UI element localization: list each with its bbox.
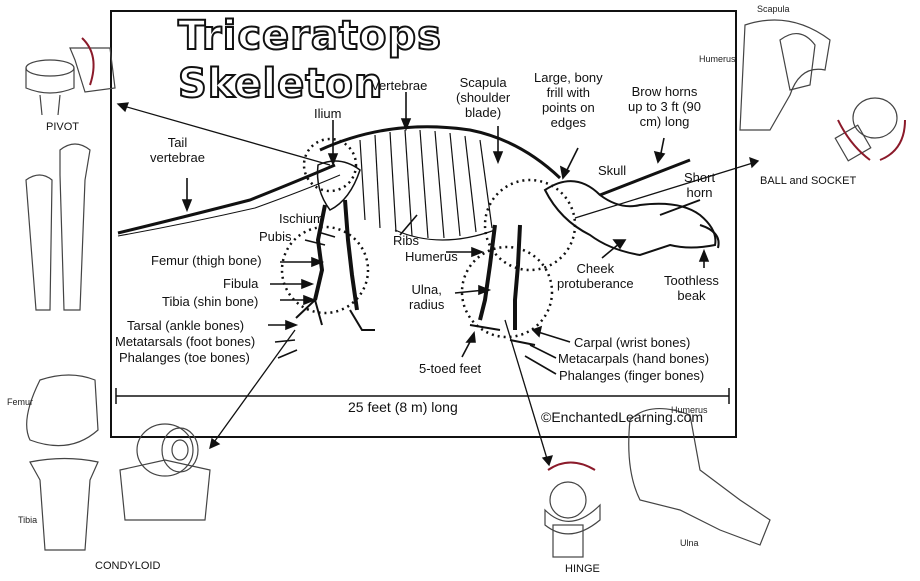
label-humerus: Humerus — [405, 249, 458, 264]
label-tail-vertebrae: Tail vertebrae — [150, 135, 205, 165]
label-brow-horns: Brow horns up to 3 ft (90 cm) long — [628, 84, 701, 129]
label-metatarsals: Metatarsals (foot bones) — [115, 334, 256, 349]
label-tibia: Tibia (shin bone) — [162, 294, 259, 309]
anatomy-label-tibia: Tibia — [18, 515, 38, 525]
credit-text: ©EnchantedLearning.com — [541, 409, 704, 425]
label-fibula: Fibula — [223, 276, 259, 291]
anatomy-label-humerus-bottom: Humerus — [671, 405, 708, 415]
label-toothless-beak: Toothless beak — [664, 273, 719, 303]
label-phalanges-finger: Phalanges (finger bones) — [559, 368, 705, 383]
label-tarsal: Tarsal (ankle bones) — [127, 318, 245, 333]
joint-label-pivot: PIVOT — [46, 121, 80, 133]
ball-socket-joint-drawing — [739, 19, 906, 162]
label-ilium: Ilium — [314, 106, 342, 121]
length-measure-line — [115, 388, 730, 404]
anatomy-label-femur: Femur — [7, 397, 34, 407]
label-pubis: Pubis — [259, 229, 292, 244]
label-metacarpals: Metacarpals (hand bones) — [558, 351, 710, 366]
anatomy-label-humerus-top: Humerus — [699, 54, 736, 64]
label-frill: Large, bony frill with points on edges — [534, 70, 603, 130]
anatomy-label-scapula: Scapula — [757, 4, 790, 14]
label-short-horn: Short horn — [684, 170, 716, 200]
diagram-title: Triceratops Skeleton — [177, 12, 442, 108]
joint-connector-arrows — [116, 102, 760, 467]
label-cheek-protuberance: Cheek protuberance — [557, 261, 634, 291]
joint-label-condyloid: CONDYLOID — [95, 560, 161, 572]
hinge-joint-drawing — [544, 407, 771, 558]
label-carpal: Carpal (wrist bones) — [574, 335, 691, 350]
label-arrows — [181, 92, 710, 375]
label-ribs: Ribs — [393, 233, 420, 248]
anatomy-label-ulna: Ulna — [680, 538, 699, 548]
label-length: 25 feet (8 m) long — [348, 399, 458, 415]
joint-label-hinge: HINGE — [565, 563, 600, 575]
label-five-toed-feet: 5-toed feet — [419, 361, 482, 376]
label-vertebrae: Vertebrae — [371, 78, 428, 93]
label-scapula: Scapula (shoulder blade) — [456, 75, 511, 120]
diagram-frame — [110, 10, 737, 438]
pivot-joint-drawing — [25, 37, 116, 311]
joint-highlight-circles — [280, 137, 577, 339]
label-phalanges-toe: Phalanges (toe bones) — [119, 350, 250, 365]
triceratops-skeleton-drawing — [117, 125, 720, 346]
label-skull: Skull — [598, 163, 627, 178]
label-ulna-radius: Ulna, radius — [409, 282, 445, 312]
joint-label-ball-socket: BALL and SOCKET — [760, 175, 857, 187]
label-femur: Femur (thigh bone) — [151, 253, 262, 268]
label-ischium: Ischium — [279, 211, 324, 226]
condyloid-joint-drawing — [26, 374, 211, 551]
